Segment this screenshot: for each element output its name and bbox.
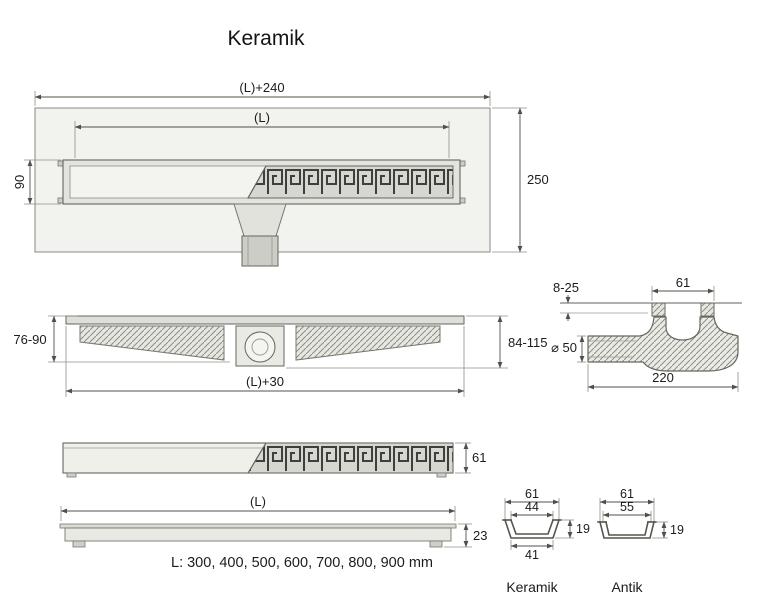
- greek-pattern: [247, 165, 454, 199]
- drain-box: [241, 235, 279, 267]
- profile-antik: 61 55 19 Antik: [597, 487, 684, 595]
- side-length-label: (L)+30: [246, 374, 284, 389]
- keramik-profile-outer: [503, 518, 561, 539]
- body-bar: [64, 527, 452, 542]
- body-length-label: (L): [250, 494, 266, 509]
- antik-inner-width-label: 55: [620, 500, 634, 514]
- body-lip: [59, 523, 457, 529]
- antik-width-label: 61: [620, 487, 634, 501]
- keramik-width-dimension: 61: [504, 487, 560, 520]
- body-wedge-right-hatch: [295, 325, 441, 361]
- keramik-bottom-width-label: 41: [525, 548, 539, 562]
- flange-width-label: 61: [676, 275, 690, 290]
- trap-depth-dimension: 220: [587, 364, 739, 392]
- antik-profile-name: Antik: [611, 579, 643, 595]
- antik-profile-outer: [599, 521, 655, 539]
- keramik-height-label: 19: [576, 522, 590, 536]
- keramik-bottom-width-dimension: 41: [510, 540, 554, 562]
- side-view: 76-90 84-115 (L)+30: [13, 315, 548, 397]
- drain-opening-inner: [251, 338, 269, 356]
- grate-foot: [66, 472, 77, 478]
- channel-width-label: 90: [12, 175, 27, 189]
- antik-height-dimension: 19: [652, 521, 684, 539]
- antik-profile-inner: [605, 521, 649, 536]
- top-view: (L)+240 (L) 90: [12, 80, 549, 267]
- height-left-dimension: 76-90: [13, 315, 230, 363]
- overall-length-label: (L)+240: [239, 80, 284, 95]
- tile-range-dimension: 8-25: [553, 280, 579, 321]
- body-wedge-left-hatch: [79, 325, 225, 361]
- grate-height-dimension: 61: [455, 442, 486, 474]
- channel-length-dimension: (L): [74, 110, 450, 158]
- grate-height-label: 61: [472, 450, 486, 465]
- body-length-dimension: (L): [60, 494, 456, 521]
- keramik-inner-width-dimension: 44: [510, 500, 554, 520]
- grate-split-line: [247, 442, 267, 474]
- profile-keramik: 61 44 19 41 Keramik: [502, 487, 590, 595]
- side-length-dimension: (L)+30: [65, 326, 465, 397]
- channel-length-label: (L): [254, 110, 270, 125]
- keramik-profile-inner: [509, 518, 555, 535]
- overall-length-dimension: (L)+240: [34, 80, 491, 106]
- antik-width-dimension: 61: [599, 487, 655, 522]
- keramik-width-label: 61: [525, 487, 539, 501]
- top-flange: [65, 315, 465, 325]
- overall-width-dimension: 250: [492, 107, 549, 253]
- drain-opening: [244, 331, 276, 363]
- body-height-dimension: 23: [444, 523, 487, 548]
- drain-outlet: [233, 203, 287, 267]
- flange-width-dimension: 61: [651, 275, 715, 301]
- grate-foot: [436, 472, 447, 478]
- keramik-inner-width-label: 44: [525, 500, 539, 514]
- overall-width-label: 250: [527, 172, 549, 187]
- tile-range-label: 8-25: [553, 280, 579, 295]
- pattern-split-line: [247, 165, 267, 199]
- trap-section: 8-25 61 ⌀ 50: [551, 275, 742, 392]
- drawing-title: Keramik: [227, 27, 305, 50]
- body-foot: [72, 540, 86, 548]
- pipe-diameter-dimension: ⌀ 50: [551, 335, 586, 363]
- body-height-label: 23: [473, 528, 487, 543]
- keramik-profile-name: Keramik: [506, 579, 558, 595]
- height-left-label: 76-90: [13, 332, 46, 347]
- grate-view: 61: [62, 442, 486, 478]
- trap-body: [587, 316, 739, 372]
- pipe-diameter-label: ⌀ 50: [551, 340, 577, 355]
- antik-inner-width-dimension: 55: [602, 500, 652, 522]
- grate-greek-pattern: [247, 442, 454, 474]
- length-note: L: 300, 400, 500, 600, 700, 800, 900 mm: [171, 555, 433, 571]
- channel-body-view: (L) 23: [59, 494, 487, 548]
- height-right-dimension: 84-115: [286, 315, 548, 369]
- height-right-label: 84-115: [508, 335, 548, 350]
- body-foot: [429, 540, 443, 548]
- channel-width-dimension: 90: [12, 159, 61, 205]
- trap-depth-label: 220: [652, 370, 674, 385]
- antik-height-label: 19: [670, 523, 684, 537]
- channel-grate: [57, 159, 466, 205]
- keramik-height-dimension: 19: [555, 519, 590, 539]
- trap-flange: [650, 302, 716, 317]
